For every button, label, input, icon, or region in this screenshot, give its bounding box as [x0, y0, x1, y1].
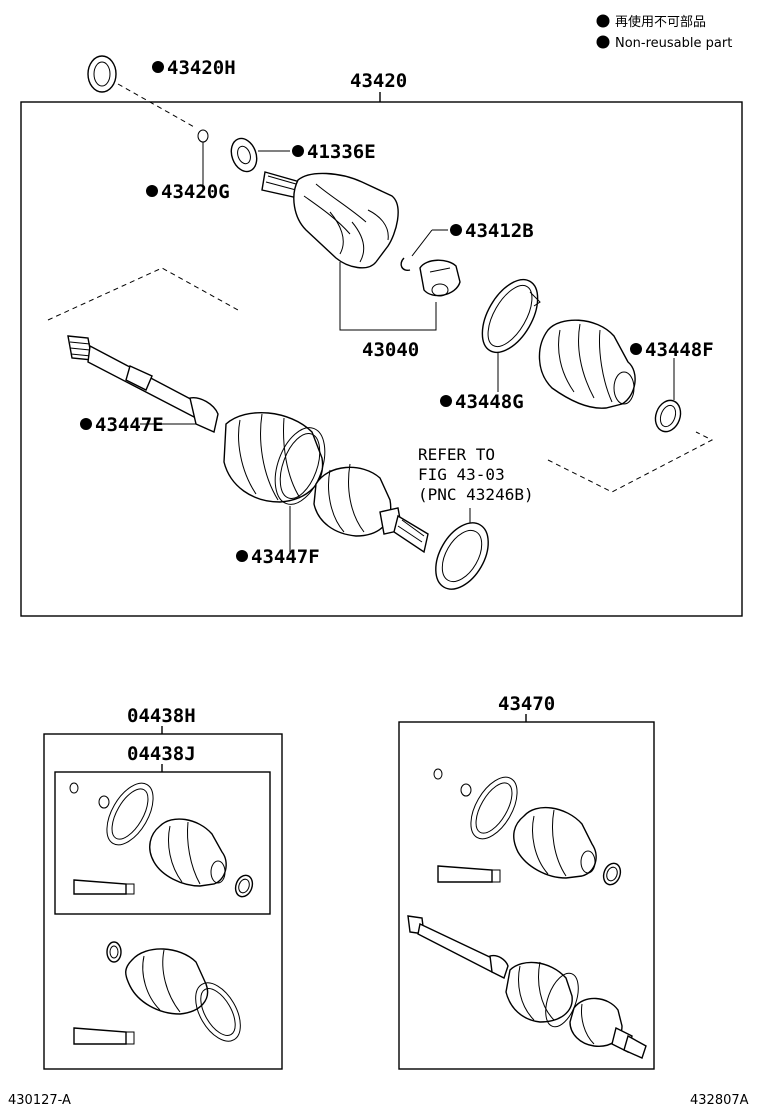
- label-43420g: 43420G: [161, 181, 230, 203]
- main-assembly-number: 43420: [350, 70, 407, 92]
- drive-shaft: [67, 335, 219, 433]
- label-43420h: 43420H: [167, 57, 236, 79]
- washer-41336e: [230, 137, 258, 173]
- outboard-joint-housing: [261, 171, 399, 269]
- boot-clamp-43447f: [274, 427, 326, 505]
- outboard-boot: [223, 412, 324, 503]
- kit-right-number: 43470: [498, 693, 555, 715]
- inboard-outer-joint: [313, 463, 429, 554]
- legend-ja: 再使用不可部品: [615, 14, 706, 30]
- kit-left-inner-number: 04438J: [127, 743, 196, 765]
- main-assembly-frame: [20, 101, 743, 617]
- non-reusable-dot-icon: [236, 550, 248, 562]
- non-reusable-dot-icon: [596, 14, 610, 28]
- dust-seal-43420h: [87, 55, 117, 93]
- kit-right-parts: [407, 768, 647, 1059]
- footer-right-code: 432807A: [690, 1093, 749, 1108]
- snap-ring-43420g: [197, 129, 209, 143]
- kit-right-frame: [398, 721, 655, 1070]
- label-43447f: 43447F: [251, 546, 320, 568]
- snap-ring-43412b: [400, 257, 411, 272]
- tripod-joint: [419, 259, 461, 297]
- non-reusable-dot-icon: [80, 418, 92, 430]
- boot-clamp-43448g: [481, 278, 541, 354]
- legend-en: Non-reusable part: [615, 36, 732, 51]
- refer-line-2: FIG 43-03: [418, 465, 505, 484]
- non-reusable-dot-icon: [440, 395, 452, 407]
- non-reusable-dot-icon: [146, 185, 158, 197]
- label-43447e: 43447E: [95, 414, 164, 436]
- kit-left-outer-frame: [43, 733, 283, 1070]
- label-41336e: 41336E: [307, 141, 376, 163]
- refer-line-1: REFER TO: [418, 445, 495, 464]
- refer-line-3: (PNC 43246B): [418, 485, 534, 504]
- inboard-boot: [538, 319, 636, 409]
- legend: 再使用不可部品 Non-reusable part: [596, 14, 732, 51]
- kit-left-inner-frame: [54, 771, 271, 915]
- non-reusable-dot-icon: [450, 224, 462, 236]
- non-reusable-dot-icon: [152, 61, 164, 73]
- kit-left-inner-parts: [69, 782, 254, 898]
- hub-seal: [435, 522, 489, 590]
- label-43448f: 43448F: [645, 339, 714, 361]
- footer-left-code: 430127-A: [8, 1093, 71, 1108]
- kit-left-outer-parts: [73, 941, 241, 1045]
- label-43040: 43040: [362, 339, 419, 361]
- non-reusable-dot-icon: [630, 343, 642, 355]
- label-43412b: 43412B: [465, 220, 534, 242]
- non-reusable-dot-icon: [596, 35, 610, 49]
- label-43448g: 43448G: [455, 391, 524, 413]
- kit-left-outer-number: 04438H: [127, 705, 196, 727]
- boot-clamp-43448f: [654, 399, 682, 433]
- non-reusable-dot-icon: [292, 145, 304, 157]
